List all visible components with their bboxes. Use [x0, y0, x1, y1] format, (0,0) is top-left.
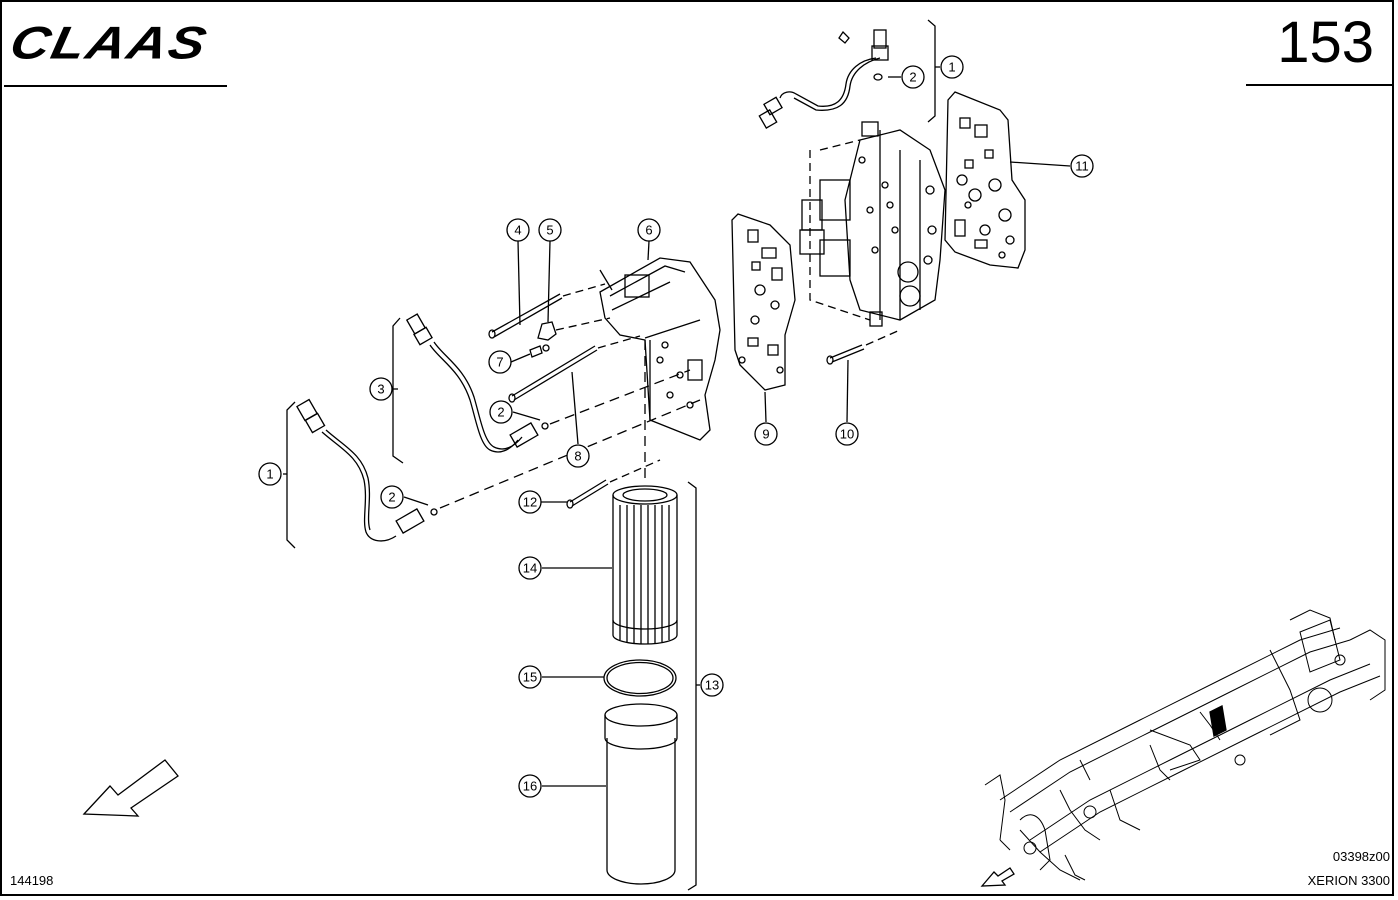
callout-9: 9 [754, 422, 778, 446]
bolt-10 [826, 329, 901, 365]
bracket-1-top [927, 19, 936, 123]
callout-3: 3 [369, 377, 393, 401]
svg-text:11: 11 [1075, 159, 1089, 174]
header-rule-left [4, 85, 227, 87]
filter-bowl [604, 703, 678, 885]
callout-12: 12 [518, 490, 542, 514]
top-pressure-sensor [758, 29, 889, 129]
page-number: 153 [1277, 10, 1374, 75]
o-ring [603, 659, 677, 697]
svg-text:7: 7 [496, 355, 503, 370]
svg-text:2: 2 [497, 405, 504, 420]
callout-7: 7 [488, 350, 512, 374]
svg-text:8: 8 [574, 449, 581, 464]
svg-text:1: 1 [948, 60, 955, 75]
callout-14: 14 [518, 556, 542, 580]
filter-location-marker [1209, 705, 1227, 737]
callout-10: 10 [835, 422, 859, 446]
svg-text:16: 16 [523, 779, 537, 794]
bracket-3 [392, 317, 404, 464]
bracket-1-left [286, 401, 296, 549]
bracket-13 [687, 481, 697, 891]
drawing-code: 03398z00 [1332, 849, 1390, 864]
svg-text:2: 2 [388, 490, 395, 505]
svg-text:2: 2 [909, 70, 916, 85]
chassis-locator [984, 609, 1386, 881]
svg-text:3: 3 [377, 382, 384, 397]
callout-1-left: 1 [258, 462, 282, 486]
document-number: 144198 [10, 873, 54, 888]
callout-13: 13 [700, 673, 724, 697]
callout-11: 11 [1070, 154, 1094, 178]
svg-text:6: 6 [645, 223, 652, 238]
header-rule-right [1246, 84, 1392, 86]
callout-8: 8 [566, 444, 590, 468]
svg-text:9: 9 [762, 427, 769, 442]
callouts: 1 2 11 4 5 6 3 7 2 8 9 10 1 2 12 14 15 1… [258, 55, 1094, 798]
callout-6: 6 [637, 218, 661, 242]
model-name: XERION 3300 [1307, 873, 1390, 888]
svg-text:5: 5 [546, 223, 553, 238]
lower-pressure-sensor [296, 398, 701, 542]
screw-7 [529, 344, 550, 358]
callout-2-left: 2 [380, 485, 404, 509]
bolt-12 [566, 459, 661, 509]
svg-text:13: 13 [705, 678, 719, 693]
callout-1-top: 1 [940, 55, 964, 79]
gasket-plate-9 [731, 213, 796, 391]
svg-text:12: 12 [523, 495, 537, 510]
svg-text:1: 1 [266, 467, 273, 482]
callout-2-mid: 2 [489, 400, 513, 424]
bolt-4 [488, 283, 606, 339]
svg-text:4: 4 [514, 223, 521, 238]
direction-arrow-icon [82, 759, 179, 817]
svg-text:10: 10 [840, 427, 854, 442]
small-direction-arrow-icon [980, 867, 1015, 887]
middle-pressure-sensor [405, 313, 691, 453]
callout-4: 4 [506, 218, 530, 242]
filter-element [612, 340, 678, 645]
callout-2-top: 2 [901, 65, 925, 89]
nut-5 [537, 317, 611, 341]
filter-housing [599, 257, 721, 441]
valve-block [799, 121, 946, 327]
callout-16: 16 [518, 774, 542, 798]
svg-text:15: 15 [523, 670, 537, 685]
svg-text:14: 14 [523, 561, 537, 576]
o-ring-inner [606, 661, 674, 695]
callout-15: 15 [518, 665, 542, 689]
callout-5: 5 [538, 218, 562, 242]
bolt-8 [508, 335, 641, 403]
gasket-plate-11 [944, 91, 1026, 269]
